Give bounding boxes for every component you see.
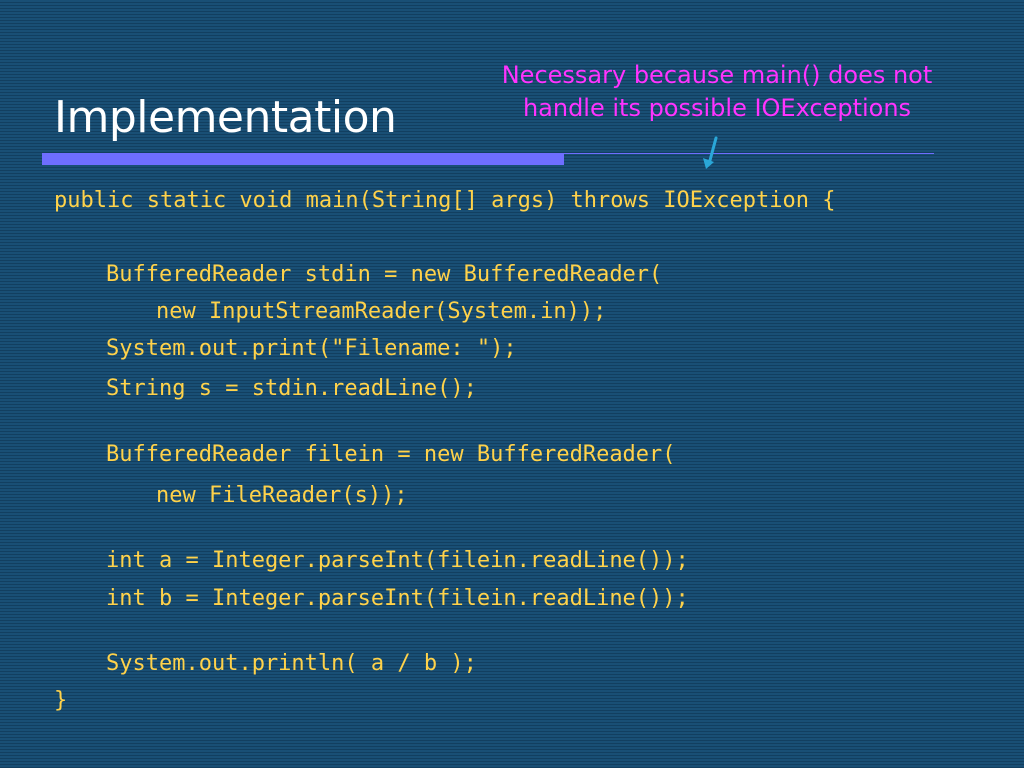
code-line-7: new FileReader(s)); — [156, 483, 408, 508]
code-line-9: int b = Integer.parseInt(filein.readLine… — [106, 586, 689, 611]
code-line-6: BufferedReader filein = new BufferedRead… — [106, 442, 676, 467]
code-line-8: int a = Integer.parseInt(filein.readLine… — [106, 548, 689, 573]
code-line-11: } — [54, 688, 68, 713]
callout-arrow-icon — [703, 136, 718, 169]
title-accent-bar — [42, 153, 564, 165]
code-line-1: public static void main(String[] args) t… — [54, 188, 836, 213]
code-line-4: System.out.print("Filename: "); — [106, 336, 517, 361]
callout-line-1: Necessary because main() does not — [501, 61, 933, 89]
title-accent-line — [564, 153, 934, 154]
code-line-3: new InputStreamReader(System.in)); — [156, 299, 607, 324]
code-line-10: System.out.println( a / b ); — [106, 651, 477, 676]
code-line-2: BufferedReader stdin = new BufferedReade… — [106, 262, 663, 287]
slide-title: Implementation — [54, 92, 397, 143]
callout-note: Necessary because main() does not handle… — [452, 59, 982, 125]
callout-line-2: handle its possible IOExceptions — [522, 94, 912, 122]
code-line-5: String s = stdin.readLine(); — [106, 376, 477, 401]
